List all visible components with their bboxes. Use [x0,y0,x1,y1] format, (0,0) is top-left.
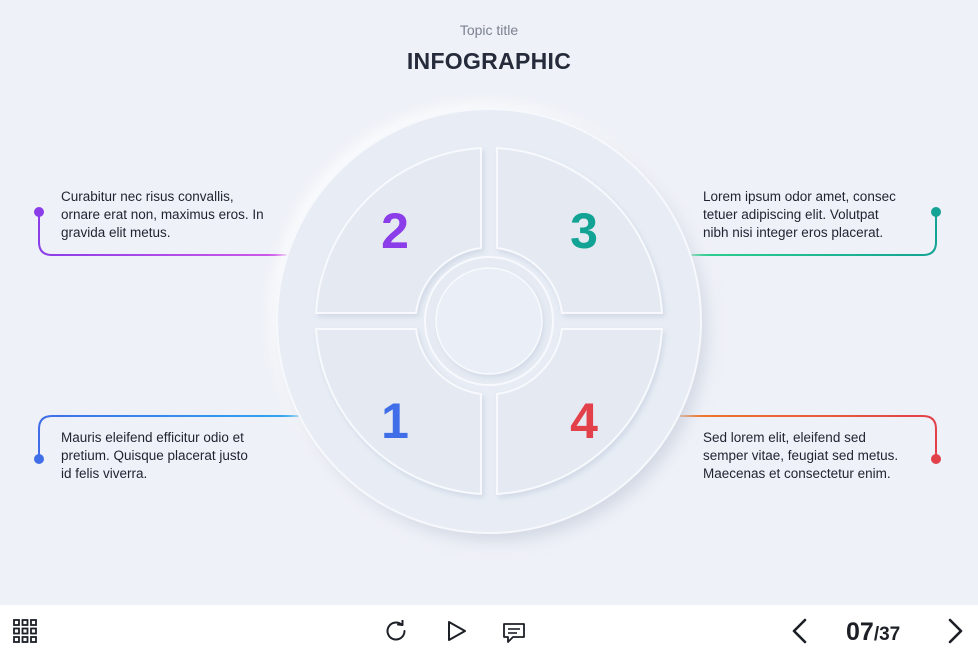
segment-number-4: 4 [570,393,598,449]
connector-dot-1 [34,454,44,464]
segment-3-description: Lorem ipsum odor amet, consec tetuer adi… [703,189,896,240]
player-toolbar: 07/37 [0,605,978,656]
replay-icon[interactable] [385,619,407,642]
page-indicator: 07/37 [846,619,900,648]
quadrant-2-plate [315,147,482,314]
comment-icon[interactable] [502,622,526,644]
segment-number-1: 1 [381,393,409,449]
quadrant-4-plate [496,328,663,495]
connector-line-1 [38,415,300,459]
segment-4-description: Sed lorem elit, eleifend sed semper vita… [703,430,899,481]
connector-dot-3 [931,207,941,217]
grid-menu-icon[interactable] [13,619,37,643]
segment-1-description: Mauris eleifend efficitur odio et pretiu… [61,430,248,481]
segment-number-2: 2 [381,203,409,259]
slide-canvas: Topic title INFOGRAPHIC [34,22,941,534]
connector-line-4 [680,415,937,459]
segment-number-3: 3 [570,203,598,259]
page-title: INFOGRAPHIC [406,48,572,74]
chevron-right-icon[interactable] [945,618,965,644]
play-icon[interactable] [446,620,468,642]
quadrant-1-plate [315,328,482,495]
chevron-left-icon[interactable] [790,618,810,644]
wheel-center-button [436,268,542,374]
connector-line-3 [688,212,937,256]
segment-2-description: Curabitur nec risus convallis, ornare er… [61,189,264,240]
topic-title: Topic title [459,22,519,38]
connector-line-2 [38,212,290,256]
current-page: 07 [846,618,874,646]
total-pages: /37 [873,624,901,645]
connector-dot-2 [34,207,44,217]
infographic-wheel [34,108,941,534]
quadrant-3-plate [496,147,663,314]
connector-dot-4 [931,454,941,464]
